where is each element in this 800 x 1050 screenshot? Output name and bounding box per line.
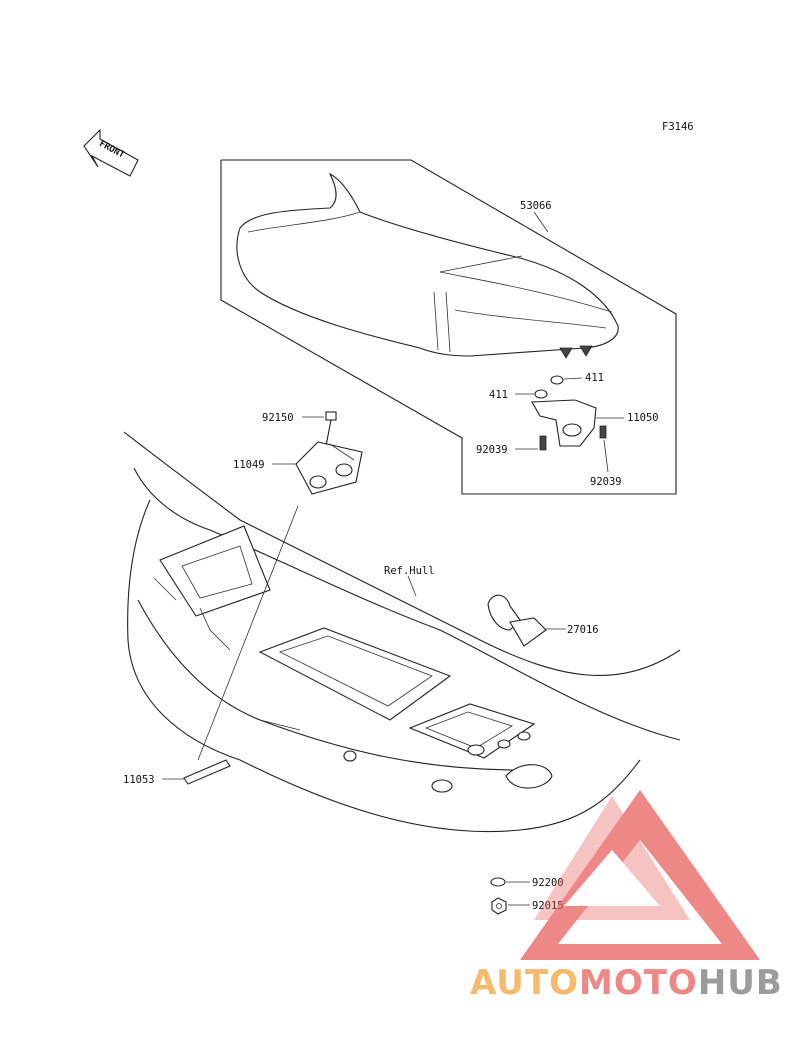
part-label-seat-bracket: 11050	[627, 412, 659, 424]
washer-icon	[534, 375, 564, 399]
part-label-bolt-hull: 92150	[262, 412, 294, 424]
part-label-bolt-bracket-left: 92039	[476, 444, 508, 456]
part-label-bumper: 27016	[567, 624, 599, 636]
figure-code: F3146	[662, 121, 694, 133]
watermark-text-moto: MOTO	[579, 963, 698, 1003]
hull-bracket-icon	[295, 441, 363, 495]
watermark-logo: AUTOMOTOHUB	[470, 790, 783, 1003]
hull-illustration	[123, 431, 681, 833]
part-label-hull-ref: Ref.Hull	[384, 565, 435, 577]
part-label-hull-bracket: 11049	[233, 459, 265, 471]
bolt-icon	[325, 411, 337, 447]
washer-icon	[490, 877, 506, 887]
part-label-bolt-bracket-right: 92039	[590, 476, 622, 488]
front-arrow-icon: FRONT	[83, 128, 139, 177]
watermark-text-auto: AUTO	[470, 963, 579, 1003]
strap-icon	[183, 759, 231, 785]
part-label-strap: 11053	[123, 774, 155, 786]
seat-bracket-icon	[531, 399, 607, 451]
seat-illustration	[236, 172, 619, 359]
part-label-seat: 53066	[520, 200, 552, 212]
part-label-washer-left: 411	[489, 389, 508, 401]
part-label-washer-bottom: 92200	[532, 877, 564, 889]
bumper-icon	[487, 594, 547, 647]
part-label-washer-right: 411	[585, 372, 604, 384]
nut-icon	[491, 897, 507, 915]
svg-text:AUTOMOTOHUB: AUTOMOTOHUB	[470, 963, 783, 1003]
part-label-nut-bottom: 92015	[532, 900, 564, 912]
seat-assembly-frame	[220, 159, 677, 495]
watermark-text-hub: HUB	[698, 963, 783, 1003]
